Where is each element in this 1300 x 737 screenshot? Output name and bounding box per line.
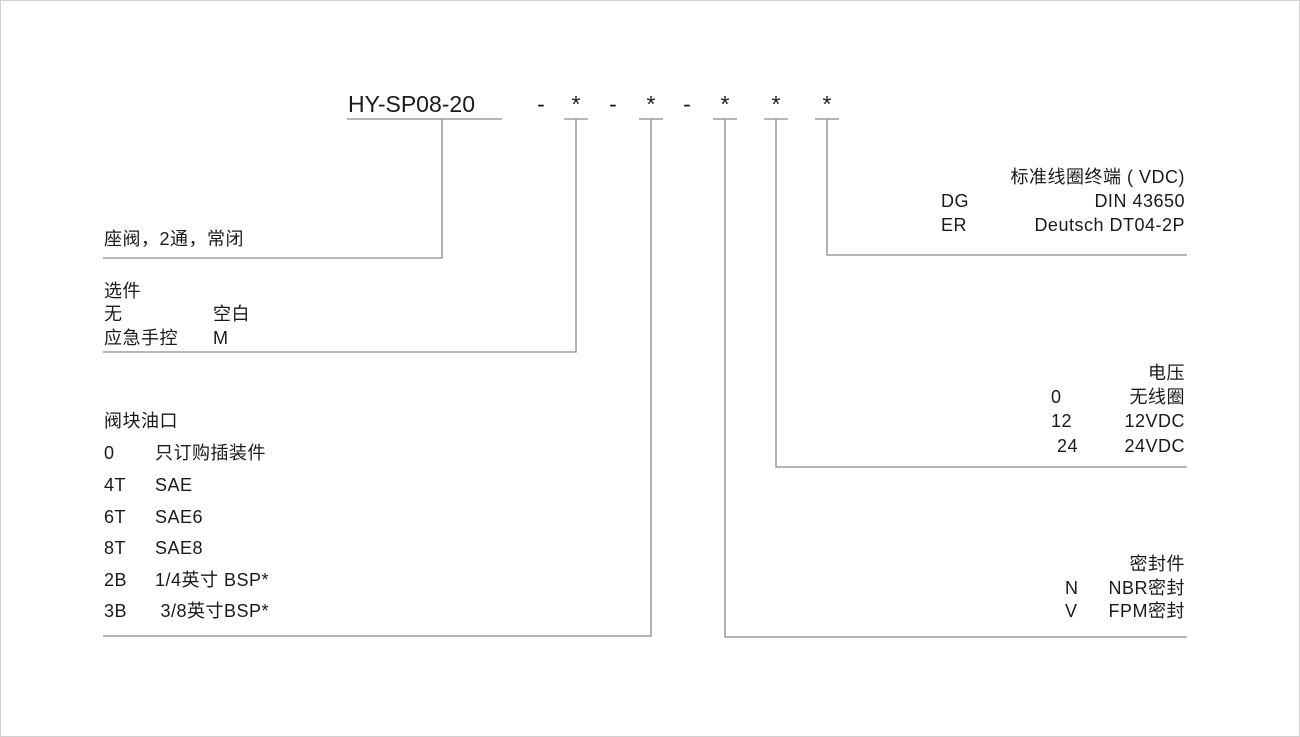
separator: -: [537, 91, 545, 117]
seal-desc: FPM密封: [1108, 601, 1185, 621]
option-code: 空白: [213, 304, 250, 324]
voltage-code: 12: [1051, 411, 1073, 431]
separator: -: [683, 91, 691, 117]
leader-model: [103, 118, 502, 259]
placeholder-seals: *: [720, 91, 730, 117]
ports-title: 阀块油口: [104, 411, 178, 431]
seal-code: N: [1065, 578, 1079, 598]
port-desc: 只订购插装件: [155, 443, 266, 463]
options-title: 选件: [104, 281, 141, 301]
port-code: 3B: [104, 601, 128, 621]
port-code: 0: [104, 443, 115, 463]
voltage-desc: 12VDC: [1124, 411, 1185, 431]
placeholder-ports: *: [646, 91, 656, 117]
model-code: HY-SP08-20: [348, 91, 476, 117]
option-code: M: [213, 328, 229, 348]
port-code: 2B: [104, 570, 128, 590]
option-name: 应急手控: [104, 328, 178, 348]
leader-options: [103, 118, 588, 353]
voltage-desc: 24VDC: [1124, 436, 1185, 456]
port-desc: SAE8: [155, 538, 204, 558]
leader-coil: [815, 118, 1187, 256]
port-desc: SAE6: [155, 507, 204, 527]
leader-seals: [713, 118, 1187, 638]
coil-code: DG: [941, 191, 969, 211]
coil-desc: DIN 43650: [1094, 191, 1185, 211]
coil-code: ER: [941, 215, 968, 235]
port-code: 6T: [104, 507, 127, 527]
seal-code: V: [1065, 601, 1078, 621]
port-code: 4T: [104, 475, 127, 495]
valve-type: 座阀，2通，常闭: [104, 229, 245, 249]
port-desc: 3/8英寸BSP*: [155, 601, 270, 621]
port-code: 8T: [104, 538, 127, 558]
placeholder-voltage: *: [771, 91, 781, 117]
placeholder-options: *: [571, 91, 581, 117]
voltage-code: 0: [1051, 387, 1062, 407]
voltage-title: 电压: [1148, 363, 1185, 383]
voltage-code: 24: [1057, 436, 1079, 456]
voltage-desc: 无线圈: [1129, 387, 1185, 407]
seals-title: 密封件: [1129, 554, 1185, 574]
seal-desc: NBR密封: [1108, 578, 1185, 598]
coil-desc: Deutsch DT04-2P: [1034, 215, 1185, 235]
port-desc: 1/4英寸 BSP*: [155, 570, 270, 590]
placeholder-coil: *: [822, 91, 832, 117]
leader-voltage: [764, 118, 1187, 468]
leader-ports: [103, 118, 663, 637]
option-name: 无: [104, 304, 123, 324]
coil-title: 标准线圈终端 ( VDC): [1010, 167, 1185, 187]
separator: -: [609, 91, 617, 117]
port-desc: SAE: [155, 475, 193, 495]
